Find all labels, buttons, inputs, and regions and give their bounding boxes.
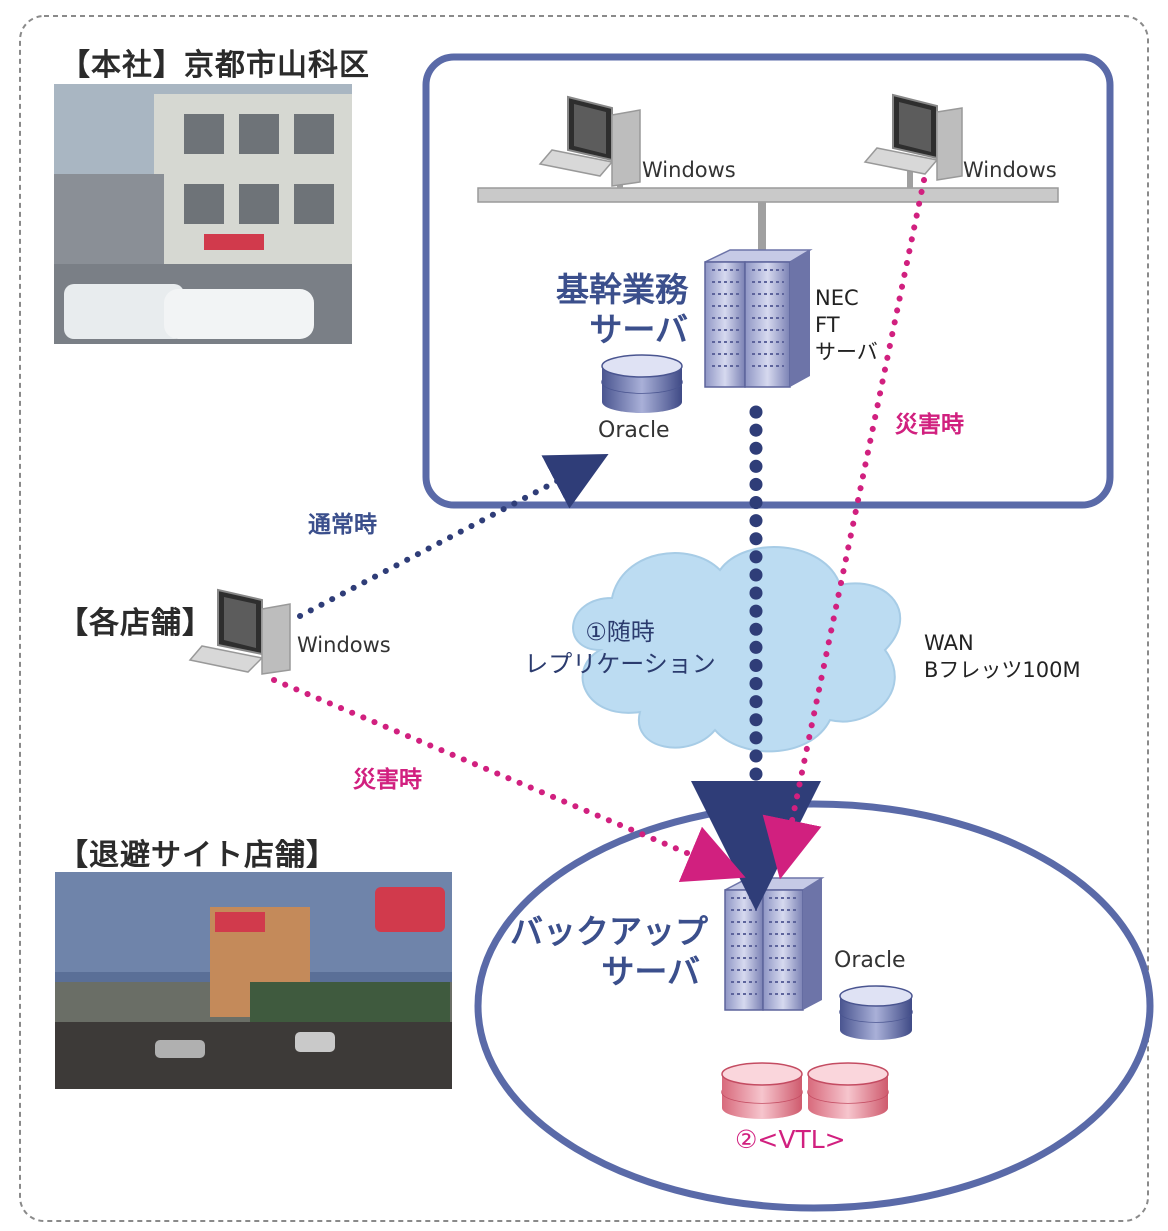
hq-pc-right-label: Windows — [963, 158, 1057, 182]
lan-bus — [477, 187, 1059, 203]
normal-time-label: 通常時 — [308, 512, 377, 538]
hq-oracle-db-icon — [601, 354, 683, 413]
stores-label: 【各店舗】 — [58, 606, 213, 641]
vtl-label: ②<VTL> — [735, 1125, 846, 1154]
hq-oracle-label: Oracle — [598, 418, 670, 443]
headquarters-photo — [54, 84, 352, 344]
replication-label: ①随時 レプリケーション — [524, 618, 716, 678]
vtl-disk-left-icon — [721, 1062, 803, 1119]
disaster-label-store: 災害時 — [353, 767, 422, 793]
normal-time-link — [297, 454, 609, 619]
vtl-disk-right-icon — [807, 1062, 889, 1119]
backup-server-rack-icon — [724, 877, 825, 1011]
evacuation-store-photo — [55, 872, 452, 1089]
evacuation-site-label: 【退避サイト店舗】 — [58, 838, 337, 873]
backup-oracle-label: Oracle — [834, 948, 906, 973]
disaster-label-hq: 災害時 — [895, 412, 964, 438]
outer-dashed-frame — [19, 15, 1149, 1222]
hq-pc-left-icon — [538, 95, 641, 187]
disaster-link-hq — [762, 177, 927, 880]
wan-label: WAN Bフレッツ100M — [924, 631, 1081, 682]
hq-pc-left-label: Windows — [642, 158, 736, 182]
backup-oracle-db-icon — [839, 985, 913, 1040]
core-server-rack-icon — [704, 249, 813, 388]
headquarters-frame — [422, 53, 1114, 509]
hq-pc-right-icon — [863, 93, 963, 181]
disaster-link-store — [271, 677, 746, 883]
headquarters-label: 【本社】京都市山科区 — [60, 48, 370, 83]
core-server-label: 基幹業務 サーバ — [556, 270, 688, 349]
backup-server-label: バックアップ サーバ — [510, 912, 708, 991]
nec-ft-server-label: NEC FT サーバ — [815, 286, 878, 364]
store-pc-icon — [188, 588, 291, 675]
store-pc-label: Windows — [297, 633, 391, 657]
